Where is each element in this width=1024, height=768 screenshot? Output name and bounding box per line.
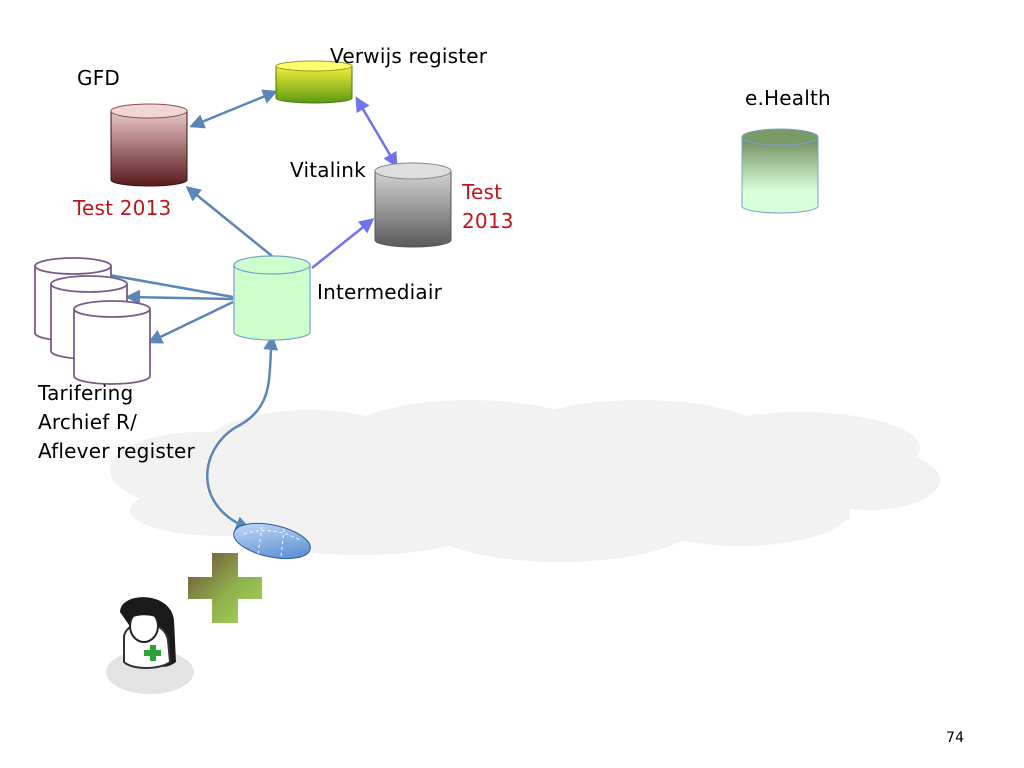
gfd-database-icon [110,103,188,187]
page-number: 74 [946,730,965,746]
gfd-status-label: Test 2013 [73,196,172,220]
arrow-gfd-verwijs [189,89,278,129]
arrow-pharmacy-intermediair [206,335,279,531]
connections [89,89,398,531]
archive-database-stack-icon [34,257,151,385]
verwijs-register-label: Verwijs register [330,44,488,68]
ehealth-database-icon [741,128,819,214]
arrow-intermediair-gfd [185,186,273,257]
arrow-verwijs-vitalink [355,96,398,168]
intermediair-label: Intermediair [317,280,443,304]
arrow-intermediair-vitalink [311,218,375,269]
ehealth-label: e.Health [745,86,831,110]
pharmacist-icon [106,597,194,694]
gfd-label: GFD [77,66,121,90]
vitalink-status-label: Test 2013 [462,180,514,233]
network-disc-icon [233,522,311,560]
arrow-intermediair-archief [125,289,234,305]
arrow-intermediair-aflever [147,300,234,344]
green-cross-icon [188,553,262,623]
arrow-intermediair-tarifering [89,266,234,299]
vitalink-database-icon [374,162,452,248]
archives-label: Tarifering Archief R/ Aflever register [38,381,195,463]
verwijs-register-database-icon [275,60,353,104]
cloud-shape [110,400,940,562]
intermediair-database-icon [233,255,311,341]
vitalink-label: Vitalink [290,158,366,182]
